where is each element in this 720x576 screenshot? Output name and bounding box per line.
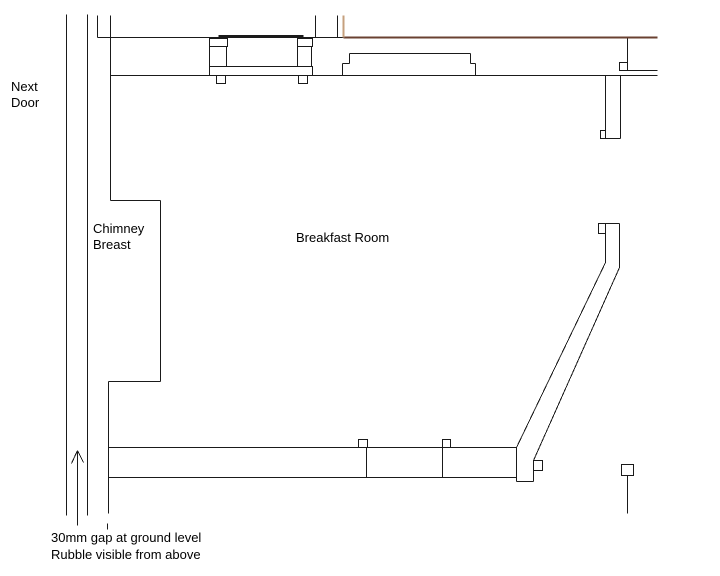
wall-line [516,262,606,448]
detail-rect [209,66,313,76]
detail-rect [619,62,628,71]
label-gap-note: 30mm gap at ground level Rubble visible … [51,530,202,562]
gap-arrow-line [77,450,84,463]
wall-line [533,267,620,461]
detail-rect [297,38,313,47]
gap-arrow-line [71,450,78,464]
detail-rect [598,223,606,234]
label-chimney: Chimney Breast [93,221,145,252]
detail-rect [298,75,308,84]
detail-rect [533,460,543,471]
detail-rect [209,38,228,47]
label-breakfast-room: Breakfast Room [296,230,390,245]
detail-rect [216,75,226,84]
detail-rect [442,439,451,448]
label-next-door: Next Door [11,79,40,110]
detail-rect [600,130,606,139]
detail-rect [621,464,634,476]
detail-rect [358,439,368,448]
